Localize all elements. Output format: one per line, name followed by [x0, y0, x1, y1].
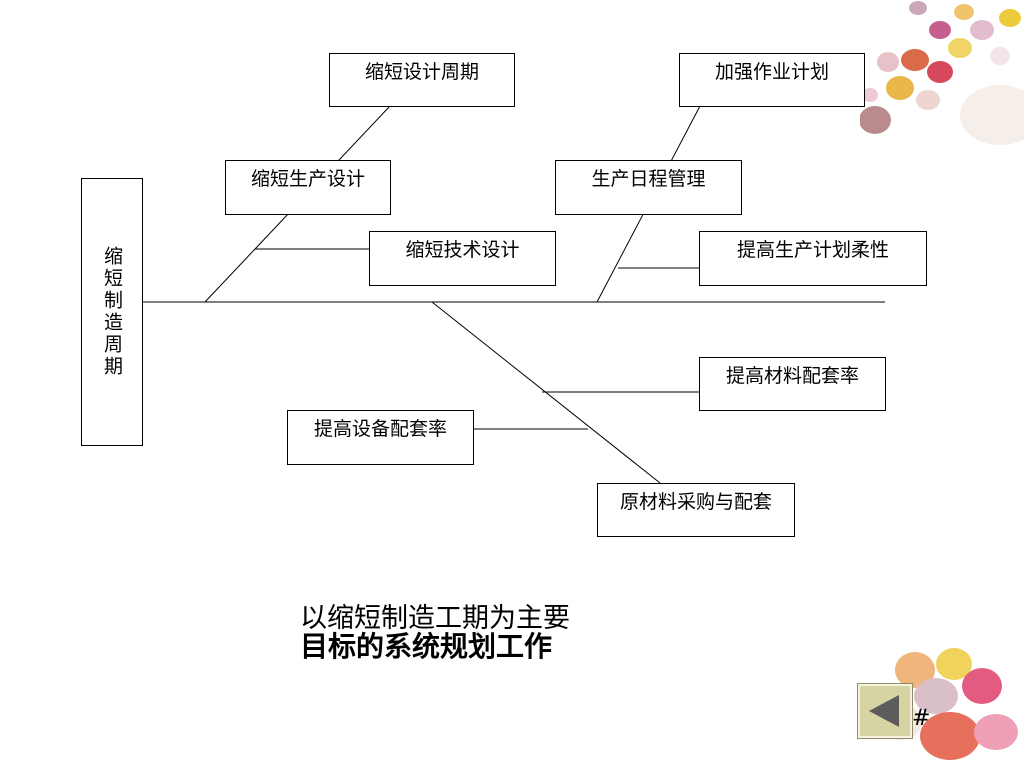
caption-line-1: 以缩短制造工期为主要: [300, 603, 570, 630]
box-shorten-design-cycle: 缩短设计周期: [329, 53, 515, 107]
box-raw-material-purchasing: 原材料采购与配套: [597, 483, 795, 537]
candy-eggs-decoration-bottom: [878, 648, 1018, 760]
box-shorten-technical-design: 缩短技术设计: [369, 231, 556, 286]
slide-caption: 以缩短制造工期为主要 目标的系统规划工作: [300, 602, 570, 664]
box-strengthen-work-plan: 加强作业计划: [679, 53, 865, 107]
previous-slide-button[interactable]: [857, 683, 913, 739]
box-production-schedule-management: 生产日程管理: [555, 160, 742, 215]
slide-number: #: [912, 706, 931, 731]
caption-line-2: 目标的系统规划工作: [300, 630, 553, 663]
back-arrow-icon: [869, 695, 899, 727]
box-improve-plan-flexibility: 提高生产计划柔性: [699, 231, 927, 286]
box-improve-equipment-matching: 提高设备配套率: [287, 410, 474, 465]
candy-eggs-decoration-top: [860, 0, 1024, 150]
box-shorten-production-design: 缩短生产设计: [225, 160, 391, 215]
diagram-head-box: 缩短制造周期: [81, 178, 143, 446]
box-improve-material-matching: 提高材料配套率: [699, 357, 886, 411]
